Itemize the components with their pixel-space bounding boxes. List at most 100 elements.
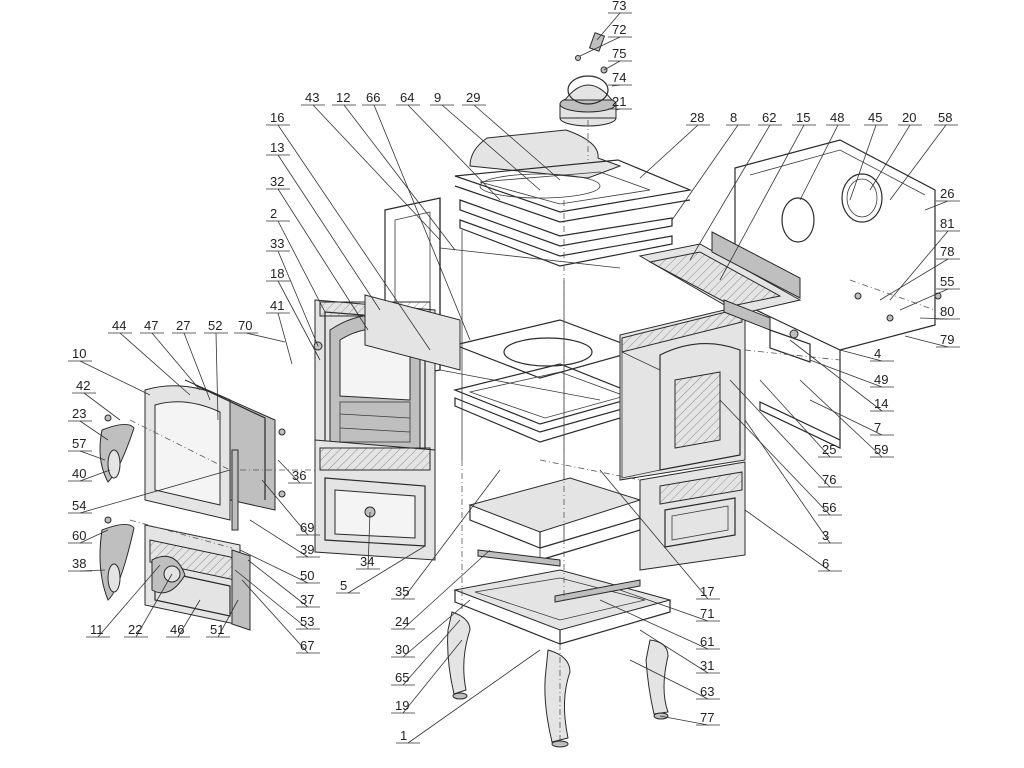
callout-42: 42: [72, 378, 121, 421]
callout-leader: [277, 188, 369, 331]
callout-leader: [343, 104, 456, 251]
callout-label: 31: [700, 658, 714, 673]
side-flap: [364, 294, 461, 371]
callout-label: 12: [336, 90, 350, 105]
callout-36: 36: [277, 459, 312, 484]
callout-label: 5: [340, 578, 347, 593]
callout-leader: [402, 619, 461, 686]
callout-leader: [367, 511, 371, 570]
callout-label: 9: [434, 90, 441, 105]
callout-leader: [879, 258, 949, 301]
callout-label: 10: [72, 346, 86, 361]
callout-69: 69: [261, 479, 320, 536]
callout-11: 11: [86, 564, 161, 638]
callout-leader: [79, 529, 109, 544]
callout-59: 59: [799, 379, 894, 458]
callout-leader: [177, 599, 201, 638]
callout-label: 69: [300, 520, 314, 535]
callout-leader: [639, 124, 699, 179]
callout-leader: [83, 392, 121, 421]
callout-label: 22: [128, 622, 142, 637]
callout-leader: [599, 599, 709, 650]
callout-leader: [799, 124, 839, 201]
callout-58: 58: [889, 110, 958, 201]
callout-8: 8: [671, 110, 750, 221]
callout-label: 18: [270, 266, 284, 281]
callout-62: 62: [689, 110, 782, 261]
callout-76: 76: [729, 379, 842, 488]
ash-drawer: [468, 477, 642, 567]
callout-leader: [407, 104, 501, 201]
callout-21: 21: [608, 94, 632, 111]
callout-9: 9: [430, 90, 541, 191]
callout-label: 17: [700, 584, 714, 599]
callout-label: 76: [822, 472, 836, 487]
callout-37: 37: [247, 559, 320, 608]
callout-22: 22: [124, 573, 173, 638]
callout-label: 64: [400, 90, 414, 105]
callout-label: 16: [270, 110, 284, 125]
callout-label: 74: [612, 70, 626, 85]
callout-leader: [239, 549, 309, 584]
callout-20: 20: [869, 110, 922, 191]
callout-73: 73: [596, 0, 632, 41]
callout-label: 58: [938, 110, 952, 125]
callout-4: 4: [839, 346, 894, 362]
callout-leader: [277, 250, 319, 347]
callout-leader: [234, 569, 309, 630]
glass-door: [144, 379, 286, 531]
callout-80: 80: [919, 304, 960, 320]
callout-leader: [347, 545, 426, 594]
callout-label: 32: [270, 174, 284, 189]
callout-70: 70: [234, 318, 286, 343]
callout-leader: [719, 399, 831, 516]
callout-leader: [639, 629, 709, 674]
callout-leader: [261, 479, 309, 536]
callout-label: 23: [72, 406, 86, 421]
callout-66: 66: [362, 90, 471, 341]
callout-17: 17: [599, 469, 720, 600]
parts-drawing: [99, 32, 942, 748]
legs: [447, 611, 669, 748]
callout-6: 6: [744, 509, 842, 572]
callout-label: 59: [874, 442, 888, 457]
callout-leader: [119, 332, 191, 396]
callout-label: 56: [822, 500, 836, 515]
callout-label: 53: [300, 614, 314, 629]
callout-label: 20: [902, 110, 916, 125]
callout-label: 44: [112, 318, 126, 333]
callout-leader: [799, 379, 883, 458]
front-lower-panel: [314, 439, 436, 561]
flue-collar: [559, 32, 617, 127]
callout-71: 71: [619, 589, 720, 622]
callout-label: 15: [796, 110, 810, 125]
callout-label: 28: [690, 110, 704, 125]
callout-leader: [441, 104, 541, 191]
callout-32: 32: [266, 174, 369, 331]
callout-leader: [277, 124, 431, 351]
callout-leader: [151, 332, 201, 391]
callout-label: 77: [700, 710, 714, 725]
callout-label: 46: [170, 622, 184, 637]
callout-3: 3: [744, 419, 842, 544]
callout-12: 12: [332, 90, 456, 251]
callout-label: 65: [395, 670, 409, 685]
callout-label: 33: [270, 236, 284, 251]
callout-44: 44: [108, 318, 191, 396]
callout-leader: [744, 509, 831, 572]
callout-label: 41: [270, 298, 284, 313]
callout-30: 30: [391, 599, 471, 658]
callout-leader: [579, 36, 621, 57]
callout-leader: [744, 419, 831, 544]
callout-leader: [402, 469, 501, 600]
callout-label: 80: [940, 304, 954, 319]
callout-56: 56: [719, 399, 842, 516]
callout-leader: [759, 379, 831, 458]
firebox-plate: [452, 319, 642, 443]
callout-label: 45: [868, 110, 882, 125]
callout-27: 27: [172, 318, 211, 401]
callout-leader: [79, 360, 151, 396]
callout-leader: [79, 469, 231, 514]
callout-label: 26: [940, 186, 954, 201]
hinges: [99, 414, 135, 601]
